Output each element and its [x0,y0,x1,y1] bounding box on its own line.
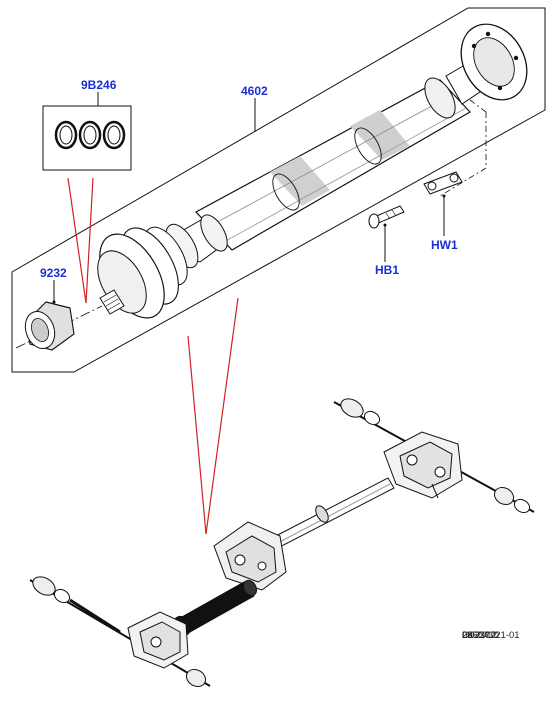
front-axle [29,576,211,688]
axis-centerline [15,305,103,349]
reference-illustration-id: C0237721-01 [462,630,520,641]
reference-region: LK [462,630,474,641]
callout-hw1[interactable]: HW1 [431,238,458,252]
washer-hw1[interactable] [423,171,463,195]
bolt-hb1[interactable] [368,205,405,229]
seal-indicator-lines [67,177,94,304]
callout-hb1[interactable]: HB1 [375,263,400,277]
rear-axle [333,398,535,514]
mounting-dashed-path [439,112,487,197]
location-indicator-lines [187,297,239,535]
vehicle-driveline-overview [29,398,535,688]
reference-code: 2050410 [462,630,499,641]
mounting-centerline [469,99,487,113]
propeller-shaft-4602[interactable] [86,12,539,328]
adapter-9232[interactable] [20,301,75,353]
exploded-view-frame [11,7,546,373]
transfer-case [213,521,287,591]
callout-4602[interactable]: 4602 [241,84,268,98]
callout-9232[interactable]: 9232 [40,266,67,280]
callout-9b246[interactable]: 9B246 [81,78,117,92]
reference-date: 06-2012 [462,630,497,641]
seal-kit-9b246[interactable] [42,105,132,171]
